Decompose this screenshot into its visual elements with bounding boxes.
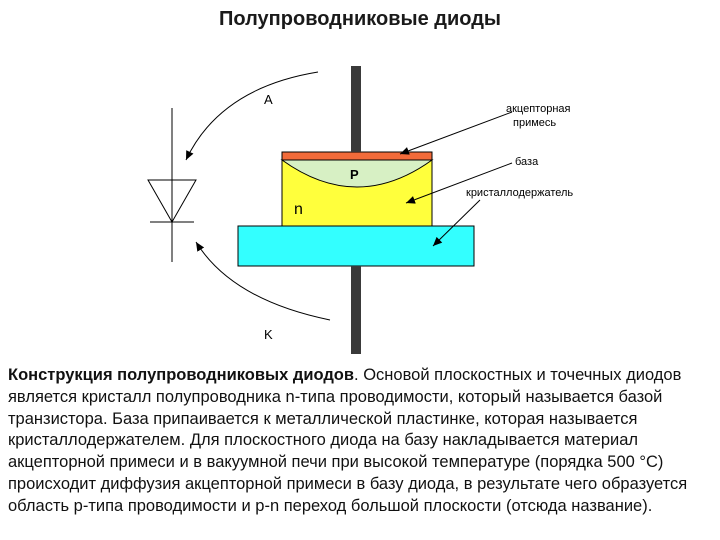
crystal-holder-label: кристаллодержатель [466,187,573,199]
diode-symbol-triangle [147,179,197,224]
crystal-holder-pointer [432,199,481,247]
acceptor-impurity-layer [281,151,433,161]
diode-symbol [147,108,197,262]
slide-title: Полупроводниковые диоды [219,8,501,30]
n-region-label: n [294,201,303,218]
cathode-curved-arrow [195,241,331,321]
acceptor-impurity-pointer [399,111,513,155]
base-pointer [405,162,513,204]
diode-lead-bottom [351,266,361,354]
base-label: база [515,156,539,168]
description-body: . Основой плоскостных и точечных диодов … [8,366,688,515]
description-heading: Конструкция полупроводниковых диодов [8,366,355,384]
acceptor-impurity-label-line2: примесь [513,117,556,129]
cathode-label: K [264,327,273,342]
p-region-label: P [350,167,359,182]
anode-label: A [264,92,273,107]
crystal-holder-plate [237,225,475,267]
description-paragraph: Конструкция полупроводниковых диодов. Ос… [8,365,712,518]
p-region [280,159,434,188]
anode-curved-arrow [185,71,319,161]
diode-lead-top [351,66,361,152]
diode-construction-diagram: A K P n акцепторная примесь база кристал… [147,66,573,354]
acceptor-impurity-label-line1: акцепторная [506,103,571,115]
